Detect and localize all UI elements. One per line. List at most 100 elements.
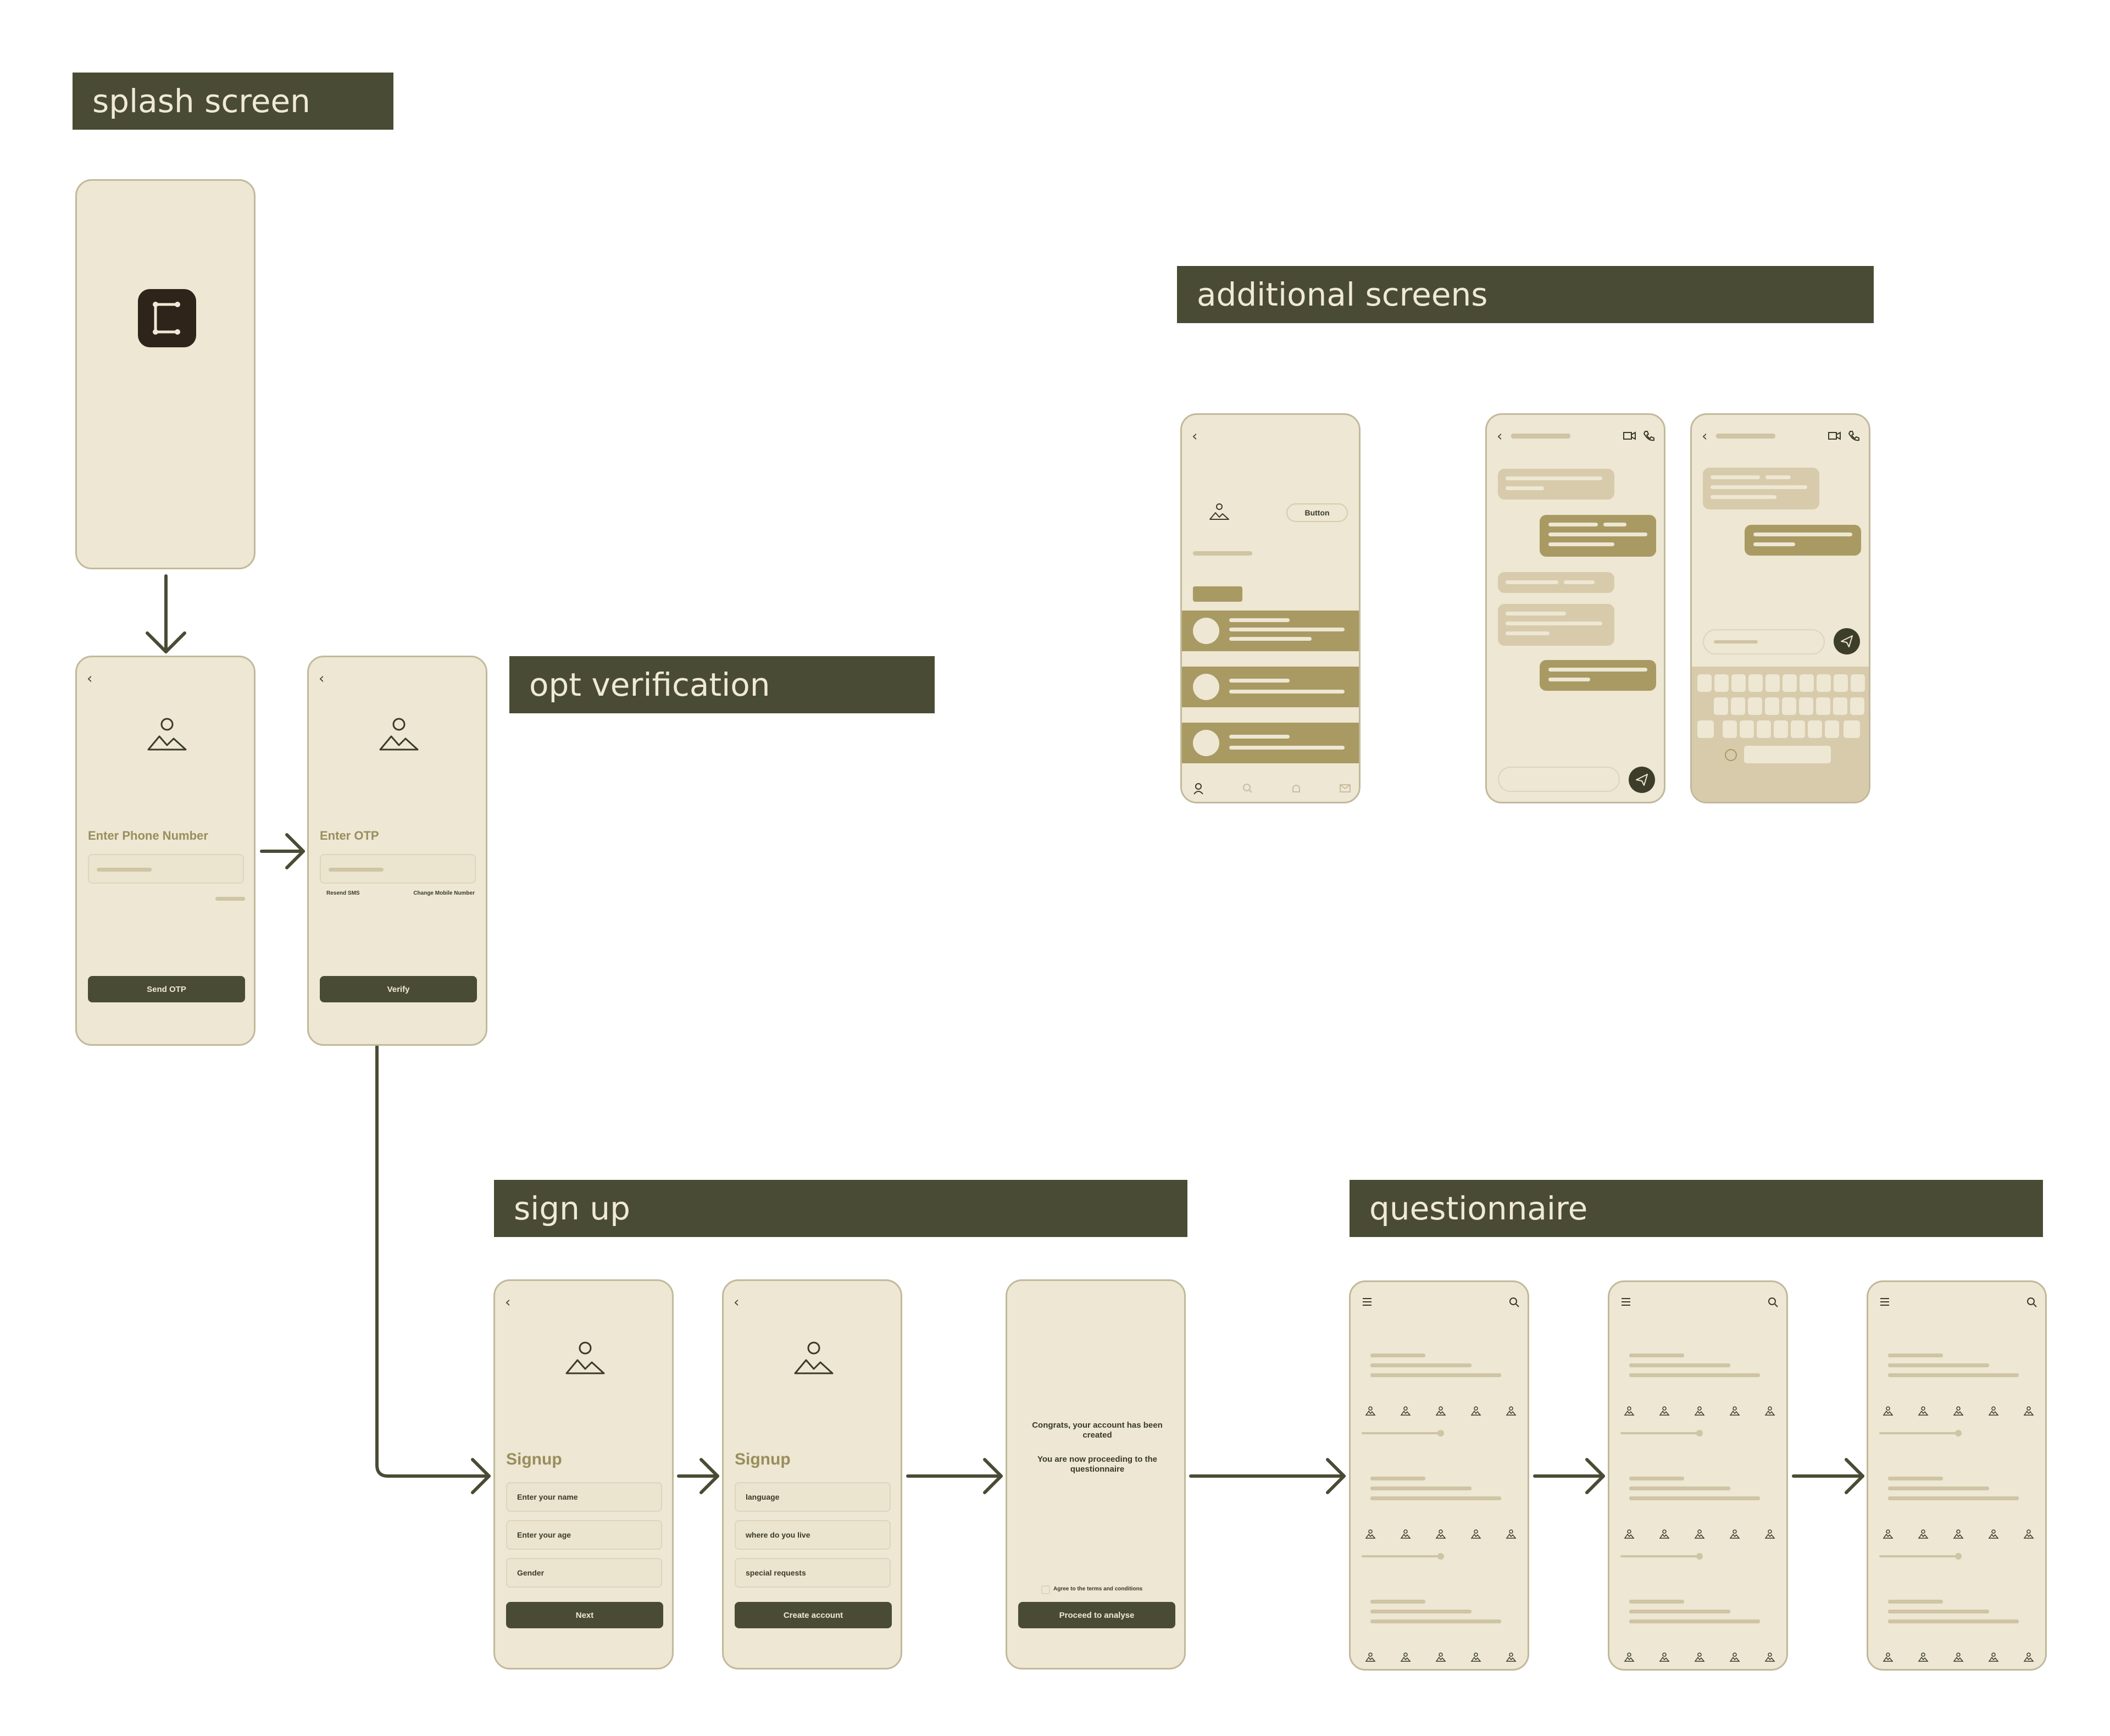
answer-slider[interactable]: [1879, 1430, 1962, 1437]
back-icon[interactable]: ‹: [734, 1294, 740, 1311]
answer-slider[interactable]: [1879, 1553, 1962, 1560]
keyboard-key[interactable]: [1782, 697, 1796, 715]
video-call-icon[interactable]: [1828, 431, 1841, 440]
rating-option-icon[interactable]: [1435, 1529, 1446, 1539]
backspace-key[interactable]: [1844, 720, 1860, 738]
rating-option-icon[interactable]: [1435, 1406, 1446, 1416]
age-field[interactable]: Enter your age: [506, 1520, 662, 1550]
back-icon[interactable]: ‹: [319, 670, 325, 687]
back-icon[interactable]: ‹: [1702, 428, 1708, 445]
rating-option-icon[interactable]: [1764, 1406, 1775, 1416]
list-item[interactable]: [1182, 667, 1359, 707]
keyboard-key[interactable]: [1783, 674, 1797, 692]
rating-option-icon[interactable]: [1694, 1652, 1705, 1662]
answer-slider[interactable]: [1362, 1430, 1444, 1437]
phone-call-icon[interactable]: [1643, 430, 1654, 441]
rating-option-icon[interactable]: [1659, 1652, 1670, 1662]
back-icon[interactable]: ‹: [87, 670, 93, 687]
keyboard-key[interactable]: [1765, 674, 1780, 692]
rating-option-icon[interactable]: [1883, 1652, 1894, 1662]
profile-action-button[interactable]: Button: [1286, 503, 1348, 522]
rating-option-icon[interactable]: [1470, 1406, 1481, 1416]
rating-option-icon[interactable]: [1729, 1652, 1740, 1662]
keyboard-key[interactable]: [1714, 674, 1729, 692]
message-input[interactable]: [1498, 767, 1620, 792]
rating-option-icon[interactable]: [1506, 1652, 1517, 1662]
back-icon[interactable]: ‹: [1192, 428, 1198, 445]
list-item[interactable]: [1182, 723, 1359, 763]
rating-option-icon[interactable]: [1470, 1529, 1481, 1539]
rating-option-icon[interactable]: [2023, 1529, 2034, 1539]
keyboard-key[interactable]: [1833, 697, 1847, 715]
keyboard-key[interactable]: [1799, 697, 1813, 715]
special-requests-field[interactable]: special requests: [735, 1558, 891, 1588]
send-button[interactable]: [1834, 628, 1860, 655]
keyboard-key[interactable]: [1723, 720, 1737, 738]
back-icon[interactable]: ‹: [505, 1294, 511, 1311]
rating-option-icon[interactable]: [1435, 1652, 1446, 1662]
keyboard-key[interactable]: [1850, 697, 1864, 715]
rating-option-icon[interactable]: [1365, 1652, 1376, 1662]
rating-option-icon[interactable]: [1729, 1529, 1740, 1539]
back-icon[interactable]: ‹: [1497, 428, 1503, 445]
keyboard-key[interactable]: [1800, 674, 1814, 692]
rating-option-icon[interactable]: [1988, 1652, 1999, 1662]
rating-option-icon[interactable]: [1365, 1406, 1376, 1416]
rating-option-icon[interactable]: [1764, 1652, 1775, 1662]
rating-option-icon[interactable]: [1470, 1652, 1481, 1662]
rating-option-icon[interactable]: [1953, 1529, 1964, 1539]
search-icon[interactable]: [1768, 1297, 1778, 1307]
rating-option-icon[interactable]: [2023, 1652, 2034, 1662]
terms-checkbox[interactable]: [1041, 1585, 1050, 1594]
keyboard-key[interactable]: [1834, 674, 1848, 692]
rating-option-icon[interactable]: [1988, 1406, 1999, 1416]
keyboard-key[interactable]: [1851, 674, 1865, 692]
keyboard-key[interactable]: [1808, 720, 1822, 738]
rating-option-icon[interactable]: [1624, 1406, 1635, 1416]
rating-option-icon[interactable]: [1918, 1529, 1929, 1539]
next-button[interactable]: Next: [506, 1602, 663, 1628]
rating-option-icon[interactable]: [2023, 1406, 2034, 1416]
rating-option-icon[interactable]: [1729, 1406, 1740, 1416]
rating-option-icon[interactable]: [1659, 1406, 1670, 1416]
otp-input[interactable]: [320, 854, 476, 884]
keyboard-key[interactable]: [1740, 720, 1754, 738]
phone-input[interactable]: [88, 854, 244, 884]
rating-option-icon[interactable]: [1953, 1652, 1964, 1662]
rating-option-icon[interactable]: [1694, 1406, 1705, 1416]
rating-option-icon[interactable]: [1694, 1529, 1705, 1539]
rating-option-icon[interactable]: [1883, 1406, 1894, 1416]
verify-button[interactable]: Verify: [320, 976, 477, 1002]
keyboard-key[interactable]: [1817, 674, 1831, 692]
rating-option-icon[interactable]: [1506, 1529, 1517, 1539]
keyboard-key[interactable]: [1825, 720, 1839, 738]
keyboard-key[interactable]: [1714, 697, 1728, 715]
shift-key[interactable]: [1697, 720, 1714, 738]
search-icon[interactable]: [2027, 1297, 2037, 1307]
menu-icon[interactable]: [1880, 1298, 1889, 1306]
answer-slider[interactable]: [1620, 1553, 1703, 1560]
keyboard[interactable]: [1692, 667, 1869, 802]
keyboard-key[interactable]: [1791, 720, 1805, 738]
keyboard-key[interactable]: [1774, 720, 1788, 738]
rating-option-icon[interactable]: [1400, 1529, 1411, 1539]
menu-icon[interactable]: [1622, 1298, 1630, 1306]
keyboard-key[interactable]: [1731, 674, 1746, 692]
keyboard-key[interactable]: [1731, 697, 1745, 715]
rating-option-icon[interactable]: [1953, 1406, 1964, 1416]
rating-option-icon[interactable]: [1400, 1406, 1411, 1416]
keyboard-key[interactable]: [1697, 674, 1712, 692]
search-icon[interactable]: [1509, 1297, 1519, 1307]
name-field[interactable]: Enter your name: [506, 1482, 662, 1512]
rating-option-icon[interactable]: [1883, 1529, 1894, 1539]
space-key[interactable]: [1744, 746, 1831, 763]
resend-sms-link[interactable]: Resend SMS: [326, 890, 360, 896]
send-button[interactable]: [1629, 767, 1655, 793]
answer-slider[interactable]: [1620, 1430, 1703, 1437]
message-input[interactable]: [1703, 629, 1825, 655]
menu-icon[interactable]: [1363, 1298, 1372, 1306]
language-field[interactable]: language: [735, 1482, 891, 1512]
proceed-button[interactable]: Proceed to analyse: [1018, 1602, 1175, 1628]
keyboard-key[interactable]: [1816, 697, 1830, 715]
rating-option-icon[interactable]: [1624, 1529, 1635, 1539]
